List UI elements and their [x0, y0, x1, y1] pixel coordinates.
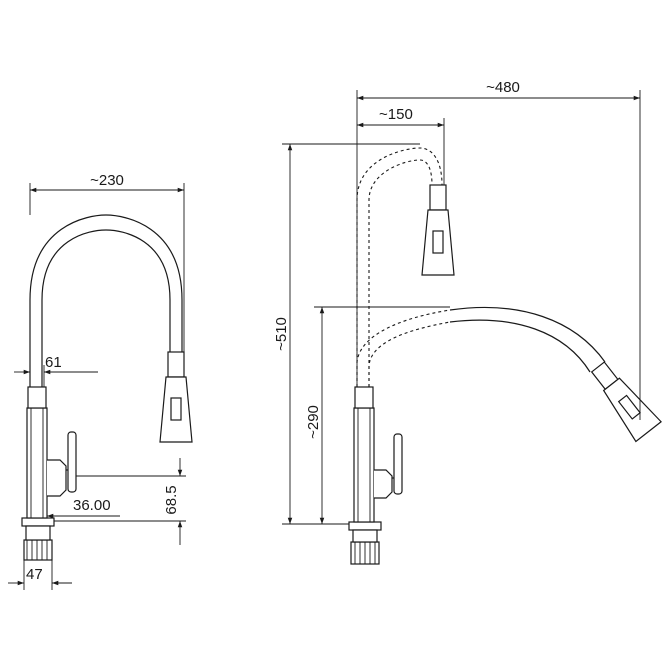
dim-right-reach-short-label: ~150 [379, 106, 413, 123]
dim-right-height-low: ~290 [305, 306, 450, 524]
dim-right-height-low-label: ~290 [305, 405, 322, 439]
right-hose-extended-outer [449, 306, 606, 363]
dim-right-reach-short: ~150 [357, 106, 445, 185]
right-neck-collar [354, 386, 374, 409]
right-faucet-body [353, 407, 375, 523]
right-base-nut [350, 541, 380, 565]
dim-left-neck: 61 [14, 354, 98, 387]
left-hose-inner [41, 229, 171, 387]
right-spray-head-upper [421, 184, 455, 276]
right-hose-mid-outer [356, 309, 451, 387]
dim-left-neck-label: 61 [45, 354, 62, 371]
right-hose-mid-inner [368, 321, 451, 387]
left-faucet-view: ~230 61 68.5 36.00 47 [8, 172, 193, 590]
left-hose-outer [29, 214, 183, 387]
dim-left-width-label: ~230 [90, 172, 124, 189]
right-faucet-view: ~480 ~150 ~510 ~290 [273, 79, 662, 565]
right-hose-high-outer [356, 147, 443, 387]
left-spray-head [159, 351, 193, 443]
left-lever-handle [47, 431, 77, 497]
dim-left-base-height: 68.5 [54, 458, 186, 545]
dim-right-reach-total: ~480 [356, 79, 641, 420]
left-base-flange [21, 517, 55, 527]
dim-left-base-height-label: 68.5 [163, 485, 180, 514]
dim-left-base-width-label: 47 [26, 566, 43, 583]
right-hose-extended-inner [449, 319, 591, 373]
left-base-shank [25, 525, 51, 541]
dim-right-height-total: ~510 [273, 143, 420, 525]
left-base-nut [23, 539, 53, 561]
dim-right-height-total-label: ~510 [273, 317, 290, 351]
right-spray-head-extended [590, 361, 662, 443]
right-base-shank [352, 529, 378, 543]
dim-right-reach-total-label: ~480 [486, 79, 520, 96]
right-base-flange [348, 521, 382, 531]
right-lever-handle [374, 433, 403, 499]
dim-left-lever-offset: 36.00 [47, 497, 120, 519]
dim-left-width: ~230 [29, 172, 185, 352]
dim-left-base-width: 47 [8, 560, 72, 590]
left-neck-collar [27, 386, 47, 409]
left-faucet-body [26, 407, 48, 519]
dim-left-lever-offset-label: 36.00 [73, 497, 111, 514]
